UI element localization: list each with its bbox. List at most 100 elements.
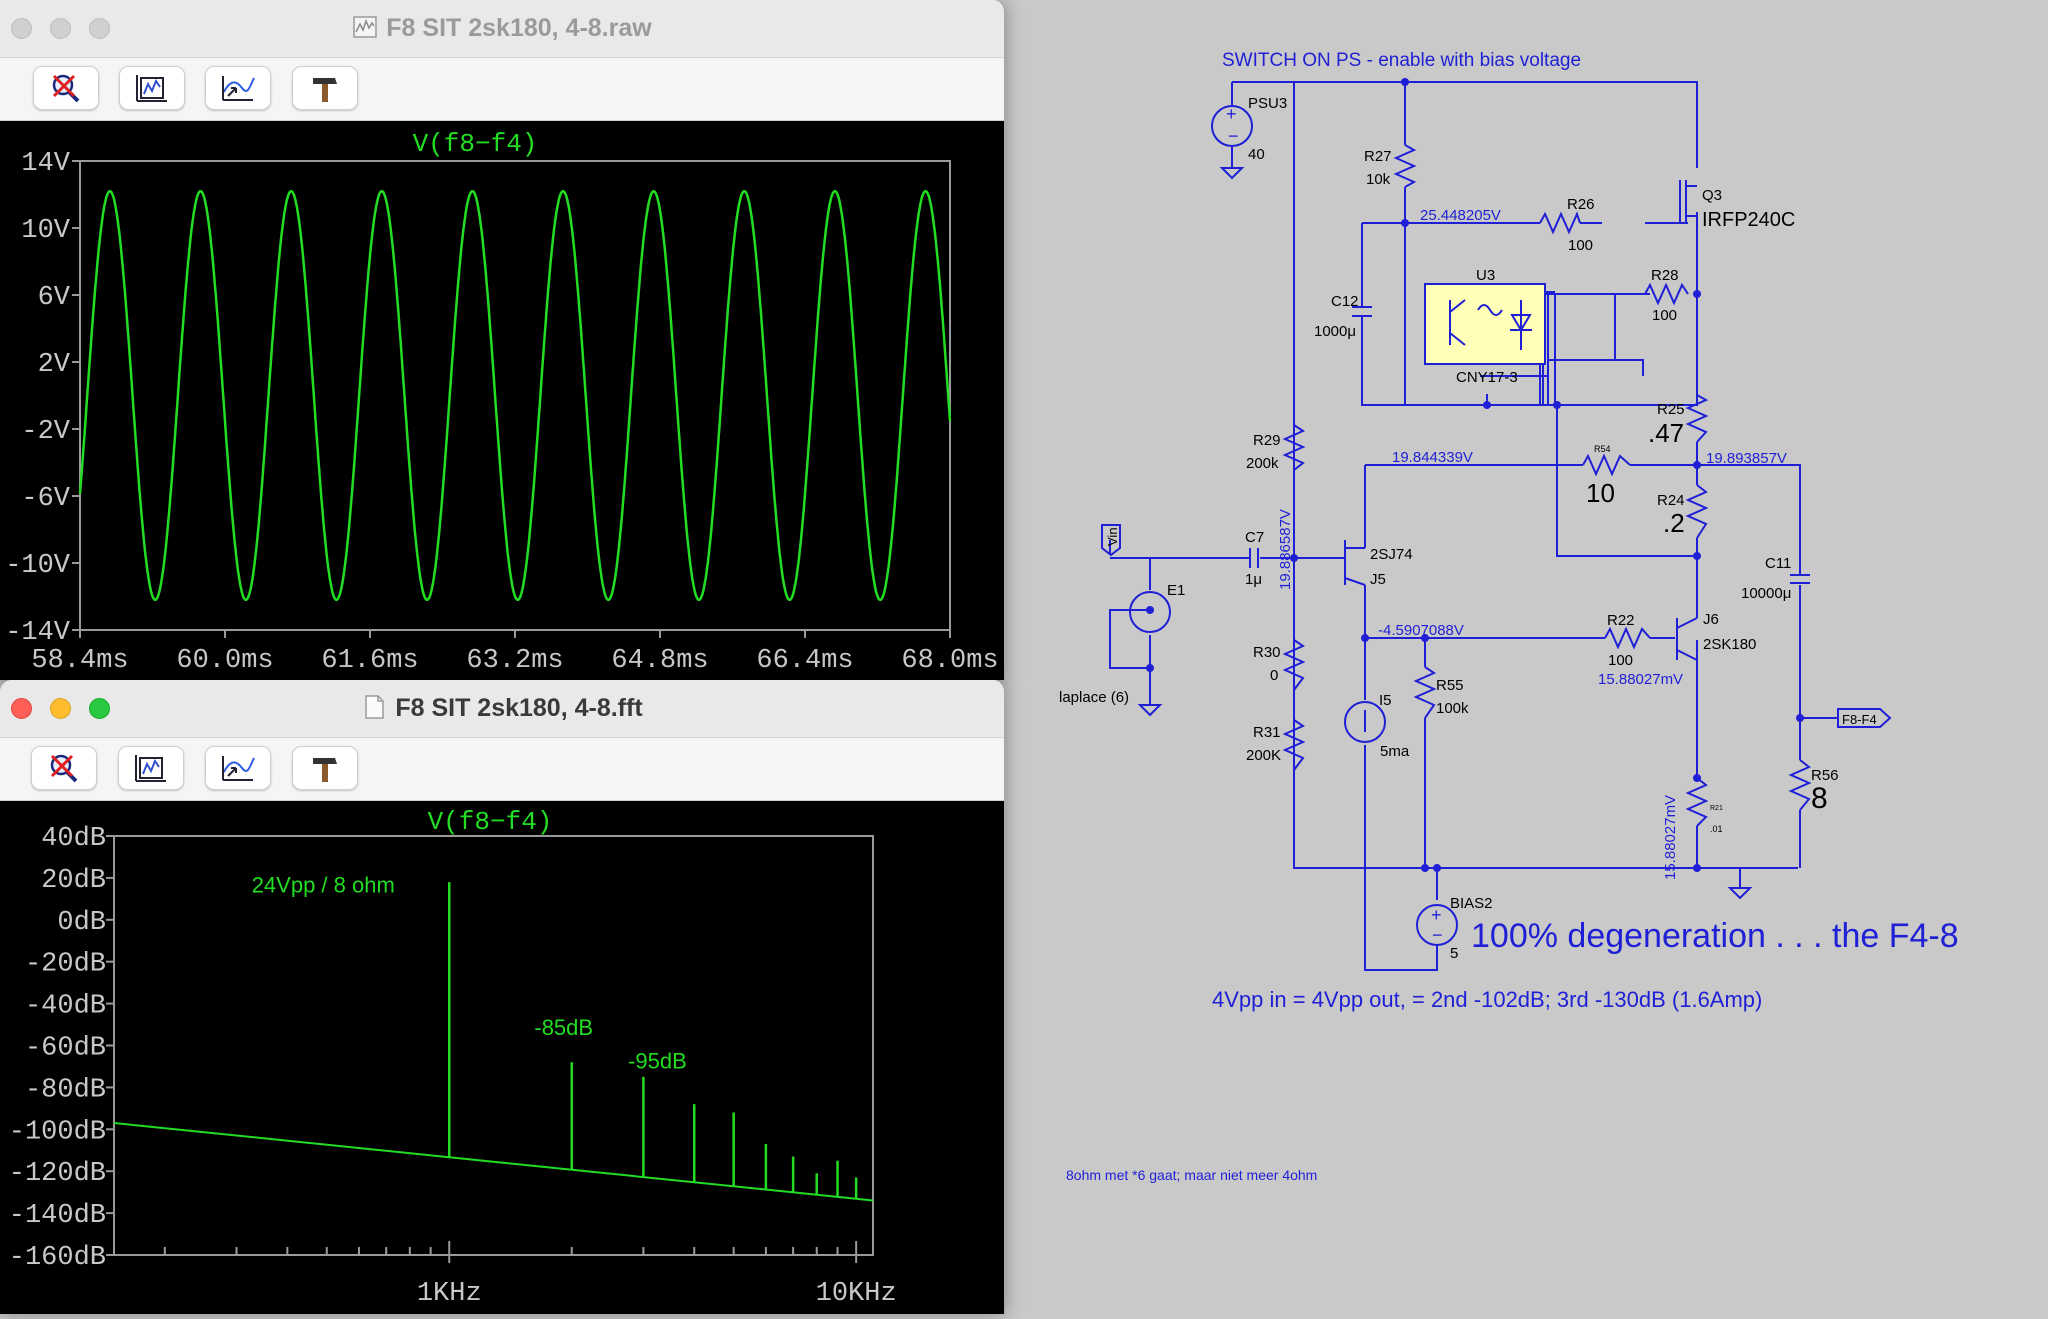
svg-text:−: − (1228, 126, 1239, 146)
x-tick-label: 61.6ms (321, 646, 418, 676)
svg-text:R29: R29 (1253, 432, 1281, 449)
svg-text:R21: R21 (1710, 805, 1723, 812)
y-tick-label: 20dB (41, 866, 106, 896)
y-tick-label: -40dB (25, 992, 106, 1022)
x-tick-label: 66.4ms (756, 646, 853, 676)
waveform-window[interactable]: F8 SIT 2sk180, 4-8.raw (0, 0, 1005, 680)
svg-text:R22: R22 (1607, 612, 1635, 629)
hammer-icon (313, 758, 337, 782)
zoom-cancel-button[interactable] (31, 746, 97, 790)
x-tick-label: 60.0ms (176, 646, 273, 676)
autorange-icon (136, 75, 167, 102)
svg-text:10000μ: 10000μ (1741, 585, 1791, 602)
schematic-svg[interactable]: +− +− SWITCH ON PS - enable with bias vo… (1004, 0, 2048, 1314)
svg-text:U3: U3 (1476, 267, 1495, 284)
svg-text:100: 100 (1568, 237, 1593, 254)
svg-text:BIAS2: BIAS2 (1450, 895, 1493, 912)
blue-labels: SWITCH ON PS - enable with bias voltage … (1066, 50, 1959, 1183)
schematic-canvas[interactable]: +− +− SWITCH ON PS - enable with bias vo… (1004, 0, 2048, 1314)
y-tick-label: -20dB (25, 950, 106, 980)
big-note: 100% degeneration . . . the F4-8 (1471, 917, 1959, 955)
waveform-window-title: F8 SIT 2sk180, 4-8.raw (386, 14, 652, 42)
svg-text:C12: C12 (1331, 293, 1359, 310)
svg-text:R24: R24 (1657, 492, 1685, 509)
svg-text:.2: .2 (1663, 508, 1685, 538)
y-tick-label: -80dB (25, 1075, 106, 1105)
pick-trace-button[interactable] (205, 746, 271, 790)
fft-titlebar[interactable]: F8 SIT 2sk180, 4-8.fft (0, 680, 1004, 738)
x-tick-label: 64.8ms (611, 646, 708, 676)
annotation-2nd-harmonic: -85dB (534, 1015, 593, 1040)
svg-text:−: − (1432, 925, 1443, 945)
svg-text:PSU3: PSU3 (1248, 95, 1287, 112)
svg-text:laplace (6): laplace (6) (1059, 689, 1129, 706)
optocoupler-u3[interactable] (1424, 283, 1546, 365)
y-tick-label: 6V (38, 283, 71, 313)
autorange-icon (135, 755, 166, 782)
fft-window[interactable]: F8 SIT 2sk180, 4-8.fft (0, 680, 1005, 1314)
vin-port[interactable] (1101, 524, 1121, 557)
close-button[interactable] (11, 18, 32, 39)
svg-text:.01: .01 (1710, 824, 1723, 834)
pick-trace-button[interactable] (205, 66, 271, 110)
node-mid-left-voltage: 19.844339V (1392, 449, 1473, 466)
svg-text:100k: 100k (1436, 700, 1469, 717)
svg-text:5ma: 5ma (1380, 743, 1410, 760)
svg-text:2SJ74: 2SJ74 (1370, 546, 1413, 563)
jfet-j5[interactable] (1342, 540, 1366, 586)
node-vertical-voltage: 19.886587V (1277, 509, 1294, 590)
fft-chart[interactable]: V(f8−f4)40dB20dB0dB-20dB-40dB-60dB-80dB-… (0, 801, 1004, 1314)
switch-label: SWITCH ON PS - enable with bias voltage (1222, 50, 1581, 71)
resistor-symbols (1282, 144, 1812, 827)
svg-text:F8-F4: F8-F4 (1842, 712, 1877, 727)
hammer-button[interactable] (292, 746, 358, 790)
y-tick-label: -6V (21, 484, 70, 514)
node-negative-voltage: -4.5907088V (1378, 622, 1464, 639)
autorange-button[interactable] (119, 66, 185, 110)
svg-text:E1: E1 (1167, 582, 1185, 599)
small-note: 8ohm met *6 gaat; maar niet meer 4ohm (1066, 1167, 1317, 1183)
y-tick-label: 10V (21, 216, 70, 246)
source-signs: +− +− (1226, 104, 1443, 945)
mosfet-q3[interactable] (1665, 180, 1697, 224)
svg-text:R55: R55 (1436, 677, 1464, 694)
svg-text:200k: 200k (1246, 455, 1279, 472)
close-button[interactable] (11, 698, 32, 719)
svg-text:10: 10 (1586, 478, 1615, 508)
node-top-voltage: 25.448205V (1420, 207, 1501, 224)
svg-text:R25: R25 (1657, 401, 1685, 418)
svg-text:200K: 200K (1246, 747, 1281, 764)
svg-text:2SK180: 2SK180 (1703, 636, 1756, 653)
pick-trace-icon (222, 76, 255, 101)
svg-text:+: + (1431, 905, 1442, 925)
zoom-button[interactable] (89, 18, 110, 39)
waveform-titlebar[interactable]: F8 SIT 2sk180, 4-8.raw (0, 0, 1004, 58)
pick-trace-icon (222, 756, 255, 781)
autorange-button[interactable] (118, 746, 184, 790)
waveform-trace (78, 189, 952, 602)
zoom-cancel-icon (52, 74, 80, 103)
f8-f4-port[interactable] (1822, 708, 1892, 728)
x-tick-label: 68.0ms (901, 646, 998, 676)
y-tick-label: 0dB (57, 908, 106, 938)
zoom-cancel-button[interactable] (33, 66, 99, 110)
component-labels: PSU3 40 R27 10k R26 100 Q3 IRFP240C U3 C… (1059, 95, 1877, 962)
minimize-button[interactable] (50, 18, 71, 39)
y-tick-label: -160dB (9, 1243, 106, 1273)
noise-floor-trace (113, 1122, 874, 1202)
x-tick-label: 10KHz (816, 1279, 897, 1309)
svg-text:I5: I5 (1379, 692, 1392, 709)
minimize-button[interactable] (50, 698, 71, 719)
svg-text:100: 100 (1652, 307, 1677, 324)
svg-text:Q3: Q3 (1702, 187, 1722, 204)
y-tick-label: -14V (5, 618, 71, 648)
svg-text:C7: C7 (1245, 529, 1264, 546)
hammer-button[interactable] (292, 66, 358, 110)
jfet-j6[interactable] (1676, 580, 1698, 778)
capacitor-symbols (1249, 306, 1810, 584)
zoom-button[interactable] (89, 698, 110, 719)
waveform-toolbar (0, 58, 1004, 121)
